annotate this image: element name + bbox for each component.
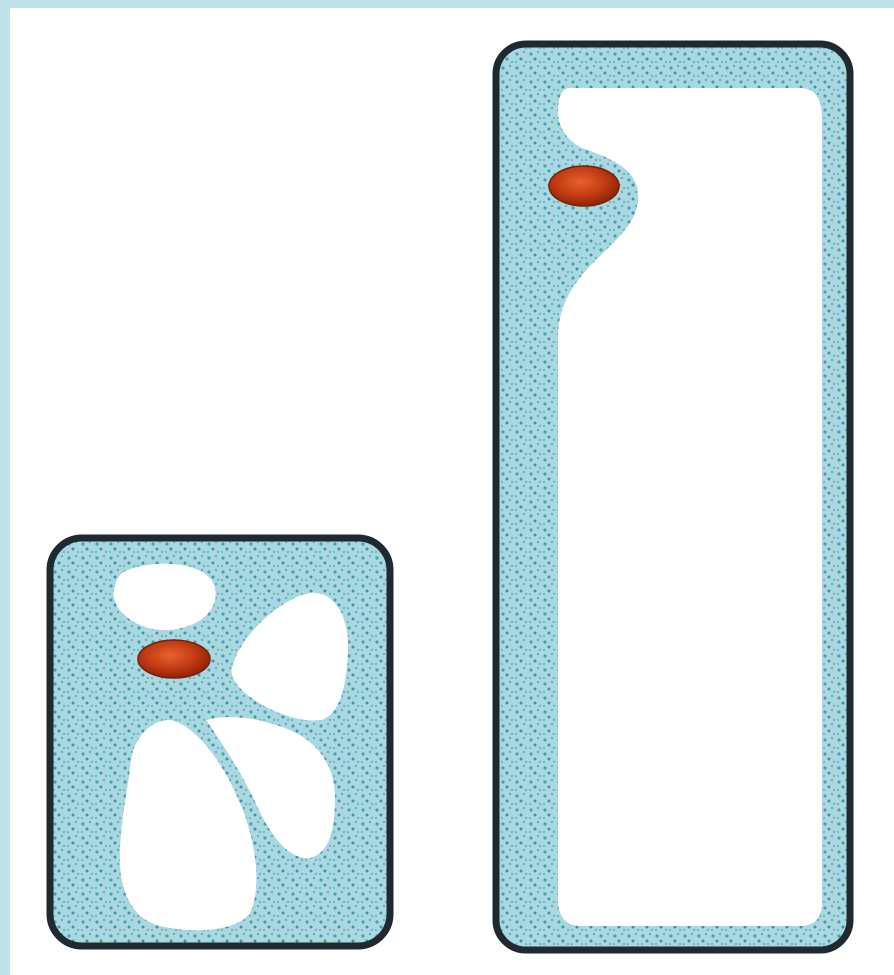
mature-cell-nucleus: [549, 166, 619, 206]
mature-cell: [496, 44, 850, 950]
young-cell: [50, 538, 390, 946]
young-cell-nucleus: [138, 640, 210, 678]
diagram-canvas: [10, 8, 894, 975]
plant-cells-diagram: [10, 8, 894, 975]
